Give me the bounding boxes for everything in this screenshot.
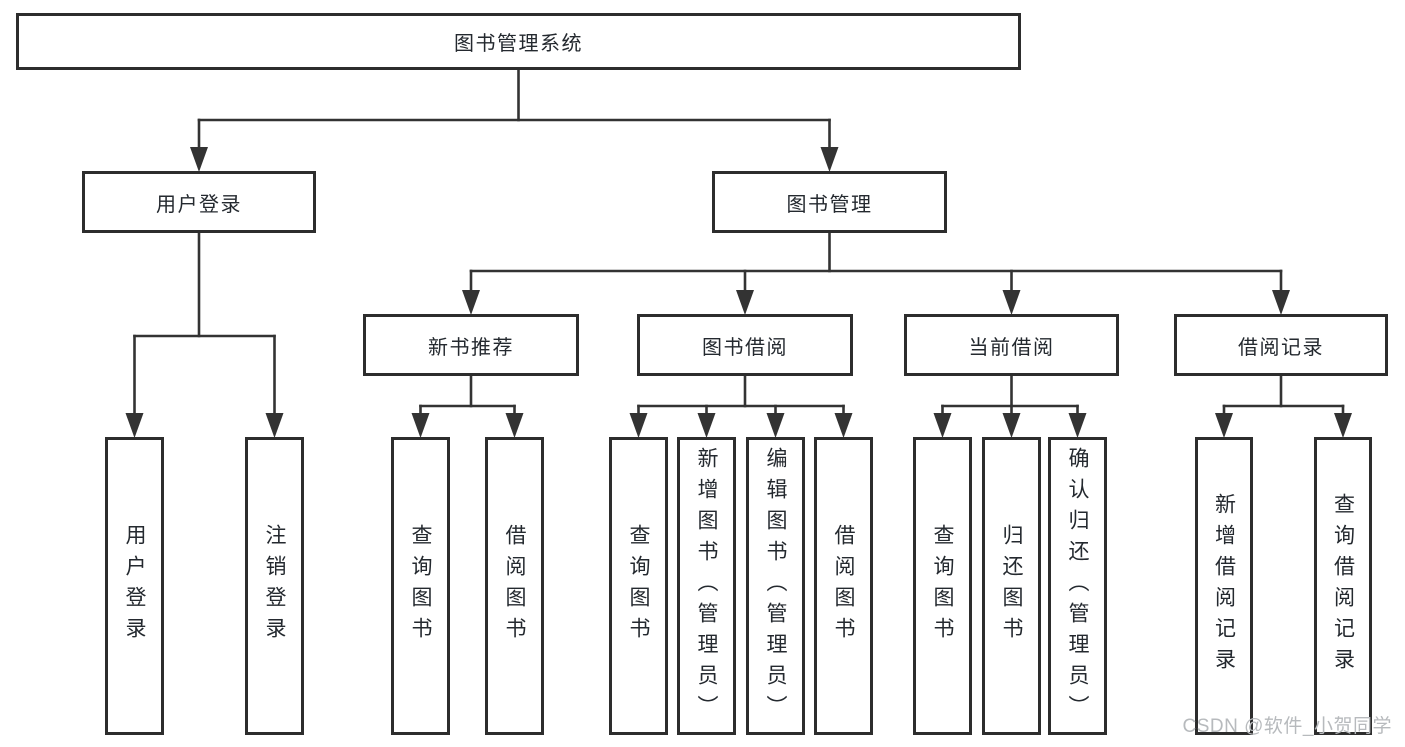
node-leaf-edit-book: 编辑图书（管理员）: [746, 437, 805, 735]
node-new-book-rec: 新书推荐: [363, 314, 579, 376]
node-current-borrow: 当前借阅: [904, 314, 1119, 376]
node-leaf-add-borrow-record: 新增借阅记录: [1195, 437, 1253, 735]
node-book-mgmt: 图书管理: [712, 171, 947, 233]
node-user-login: 用户登录: [82, 171, 316, 233]
node-leaf-logout: 注销登录: [245, 437, 304, 735]
node-leaf-query-borrow-record: 查询借阅记录: [1314, 437, 1372, 735]
node-leaf-query-book-b: 查询图书: [609, 437, 668, 735]
node-root: 图书管理系统: [16, 13, 1021, 70]
node-leaf-confirm-return: 确认归还（管理员）: [1048, 437, 1107, 735]
node-leaf-borrow-book-a: 借阅图书: [485, 437, 544, 735]
node-leaf-borrow-book-b: 借阅图书: [814, 437, 873, 735]
node-book-borrow: 图书借阅: [637, 314, 853, 376]
node-leaf-return-book: 归还图书: [982, 437, 1041, 735]
watermark: CSDN @软件_小贺同学: [1182, 716, 1392, 737]
node-borrow-records: 借阅记录: [1174, 314, 1388, 376]
node-leaf-query-book-c: 查询图书: [913, 437, 972, 735]
node-leaf-query-book-a: 查询图书: [391, 437, 450, 735]
node-leaf-add-book: 新增图书（管理员）: [677, 437, 736, 735]
node-leaf-user-login: 用户登录: [105, 437, 164, 735]
